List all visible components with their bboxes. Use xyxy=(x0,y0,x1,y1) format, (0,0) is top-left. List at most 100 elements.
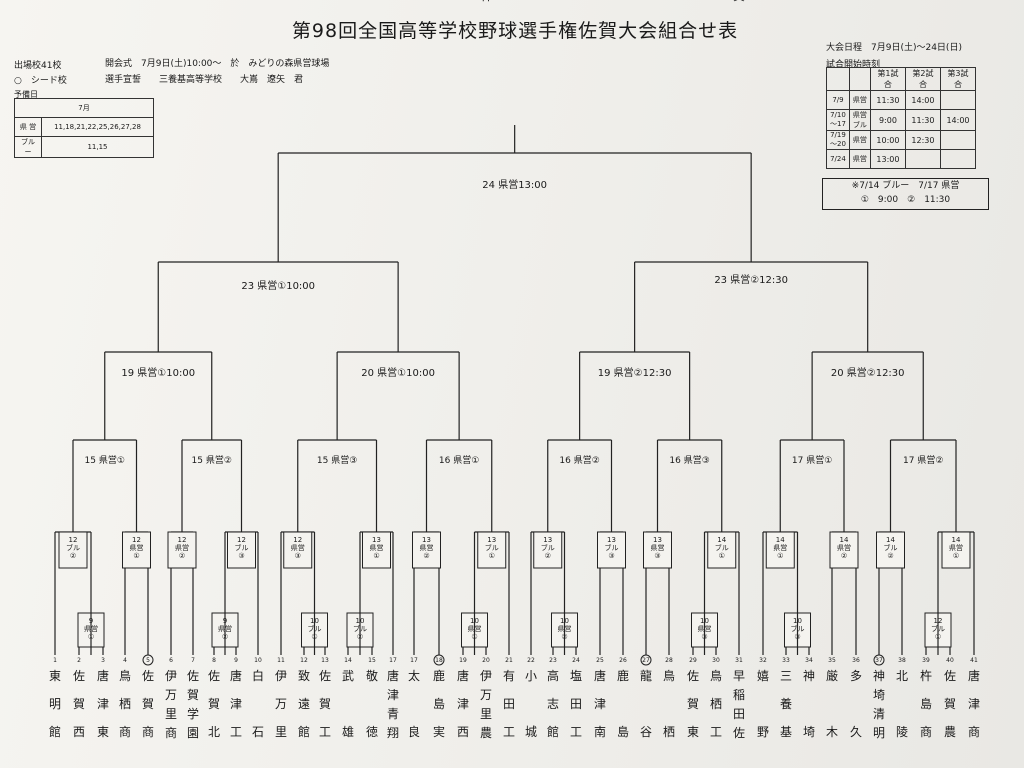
team-name-char: 万 xyxy=(165,688,177,702)
team-name-char: 翔 xyxy=(387,726,399,740)
team-name-char: 農 xyxy=(944,725,956,739)
semi-label: 23 県営①10:00 xyxy=(241,279,315,292)
r2-label: ② xyxy=(841,552,847,560)
team-number: 23 xyxy=(549,657,557,664)
team-name-char: 白 xyxy=(252,668,264,683)
team-name-char: 里 xyxy=(165,707,177,721)
team-name-char: 田 xyxy=(503,697,515,711)
schedule-header: 第1試合 xyxy=(869,67,906,91)
reserve-label: 予備日 xyxy=(14,90,38,99)
team-name-char: 農 xyxy=(480,726,492,740)
team-number: 17 xyxy=(389,657,397,664)
team-number: 37 xyxy=(875,657,883,664)
r2-box xyxy=(227,531,256,569)
team-name-char: 佐 xyxy=(687,669,699,683)
team-number: 29 xyxy=(689,657,697,664)
r2-label: 県営 xyxy=(420,543,434,552)
team-name-char: 佐 xyxy=(187,669,199,683)
team-name-char: 石 xyxy=(252,725,264,739)
team-name-char: 武 xyxy=(342,669,354,683)
team-name-char: 徳 xyxy=(366,724,378,739)
team-name-char: 厳 xyxy=(826,669,838,683)
team-name-char: 養 xyxy=(780,696,792,711)
team-name-char: 神 xyxy=(873,669,885,683)
team-name-char: 杵 xyxy=(920,668,932,683)
team-name-char: 高 xyxy=(547,668,559,683)
team-number: 34 xyxy=(805,657,813,664)
team-number: 8 xyxy=(212,657,216,664)
team-name-char: 賀 xyxy=(319,697,331,711)
team-name-char: 里 xyxy=(275,725,287,739)
team-name-char: 津 xyxy=(457,697,469,711)
team-name-char: 唐 xyxy=(230,668,242,683)
r2-box xyxy=(876,531,905,569)
r2-label: ① xyxy=(133,552,139,560)
reserve-days: 11,15 xyxy=(41,136,154,158)
r2-label: 13 xyxy=(372,536,381,544)
team-name-char: 賀 xyxy=(687,697,699,711)
team-name-char: 多 xyxy=(850,669,862,683)
team-name-char: 商 xyxy=(142,724,154,739)
r2-label: 県営 xyxy=(370,543,384,552)
team-name-char: 賀 xyxy=(733,0,745,3)
team-name-char: 鳥 xyxy=(710,668,722,683)
r2-label: ブル xyxy=(605,543,619,552)
r2-label: ブル xyxy=(715,543,729,552)
team-name-char: 津 xyxy=(230,697,242,711)
team-name-char: 賀 xyxy=(208,697,220,711)
team-name-char: 嬉 xyxy=(757,669,769,683)
team-name-char: 唐 xyxy=(594,668,606,683)
team-name-char: 佐 xyxy=(733,726,745,740)
team-name-char: 園 xyxy=(187,726,199,740)
team-number: 13 xyxy=(321,657,329,664)
r2-label: ② xyxy=(179,552,185,560)
team-name-char: 西 xyxy=(457,725,469,739)
team-name-char: 小 xyxy=(525,669,537,683)
team-number: 11 xyxy=(277,657,285,664)
qf-label: 20 県営②12:30 xyxy=(831,366,905,379)
r2-label: 12 xyxy=(178,536,187,544)
team-number: 21 xyxy=(505,657,513,664)
team-name-char: 伊 xyxy=(275,669,287,683)
team-name-char: 津 xyxy=(387,688,399,702)
r2-box xyxy=(412,531,441,569)
team-name-char: 栖 xyxy=(663,724,675,739)
r2-box xyxy=(477,531,507,569)
team-number: 20 xyxy=(482,657,490,664)
r2-label: 県営 xyxy=(291,543,305,552)
start-times-label: 試合開始時刻 xyxy=(826,60,881,70)
team-name-char: 南 xyxy=(594,724,606,739)
team-number: 31 xyxy=(735,657,743,664)
team-number: 5 xyxy=(146,657,150,664)
r2-label: ① xyxy=(489,552,495,560)
r2-label: 13 xyxy=(422,536,431,544)
r2-label: 県営 xyxy=(130,543,144,552)
final-label: 24 県営13:00 xyxy=(482,178,547,191)
team-number: 35 xyxy=(828,657,836,664)
r2-label: 14 xyxy=(776,536,785,544)
r2-label: 14 xyxy=(840,536,849,544)
team-name-char: 栖 xyxy=(710,696,722,711)
team-name-char: 有 xyxy=(503,669,515,683)
r3-label: 16 県営③ xyxy=(669,454,709,466)
team-number: 2 xyxy=(77,657,81,664)
team-name-char: 清 xyxy=(873,707,885,721)
r3-label: 16 県営① xyxy=(439,454,479,466)
team-name-char: 稲 xyxy=(733,688,745,702)
r2-label: 県営 xyxy=(837,543,851,552)
r2-label: 県営 xyxy=(949,543,963,552)
team-name-char: 埼 xyxy=(873,688,885,702)
team-name-char: 栖 xyxy=(119,696,131,711)
team-name-char: 島 xyxy=(617,724,629,739)
team-name-char: 良 xyxy=(408,724,420,739)
qf-label: 20 県営①10:00 xyxy=(361,366,435,379)
team-number: 17 xyxy=(410,657,418,664)
r2-label: ブル xyxy=(485,543,499,552)
team-name-char: 商 xyxy=(968,724,980,739)
team-name-char: 商 xyxy=(165,725,177,740)
team-name-char: 唐 xyxy=(457,668,469,683)
team-name-char: 唐 xyxy=(387,668,399,683)
team-name-char: 西 xyxy=(73,725,85,739)
team-name-char: 基 xyxy=(780,725,792,739)
team-name-char: 工 xyxy=(503,725,515,739)
